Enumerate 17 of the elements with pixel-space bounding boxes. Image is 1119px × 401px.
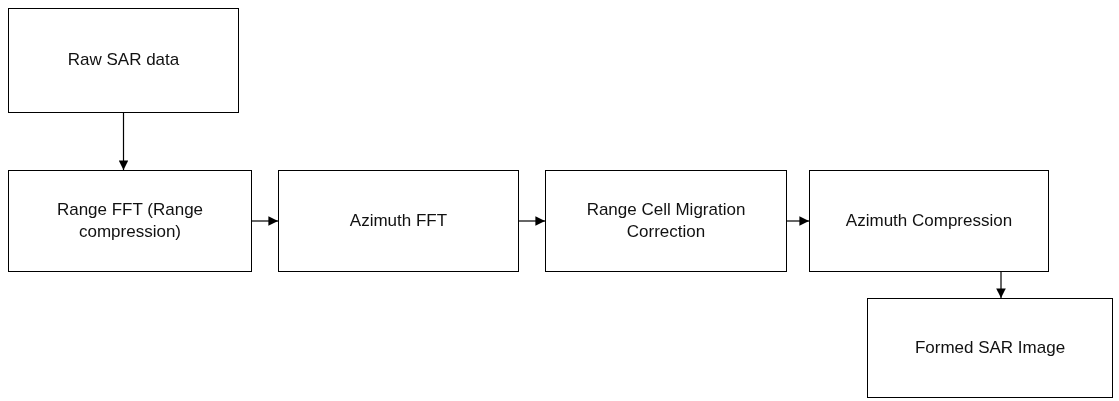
box-label: Azimuth FFT xyxy=(349,209,448,232)
box-label: Raw SAR data xyxy=(67,49,180,72)
process-box xyxy=(545,170,787,272)
box-label: Range Cell Migration Correction xyxy=(585,198,747,243)
box-label: Range FFT (Range compression) xyxy=(55,198,205,243)
box-label: Formed SAR Image xyxy=(914,336,1066,359)
arrow xyxy=(251,216,279,226)
process-box xyxy=(278,170,519,272)
process-box xyxy=(867,298,1113,398)
arrow xyxy=(996,271,1006,299)
process-box xyxy=(8,8,239,113)
arrow xyxy=(518,216,546,226)
box-label: Azimuth Compression xyxy=(845,209,1013,232)
arrow xyxy=(118,112,129,171)
process-box xyxy=(809,170,1049,272)
process-box xyxy=(8,170,252,272)
arrow xyxy=(786,216,810,226)
